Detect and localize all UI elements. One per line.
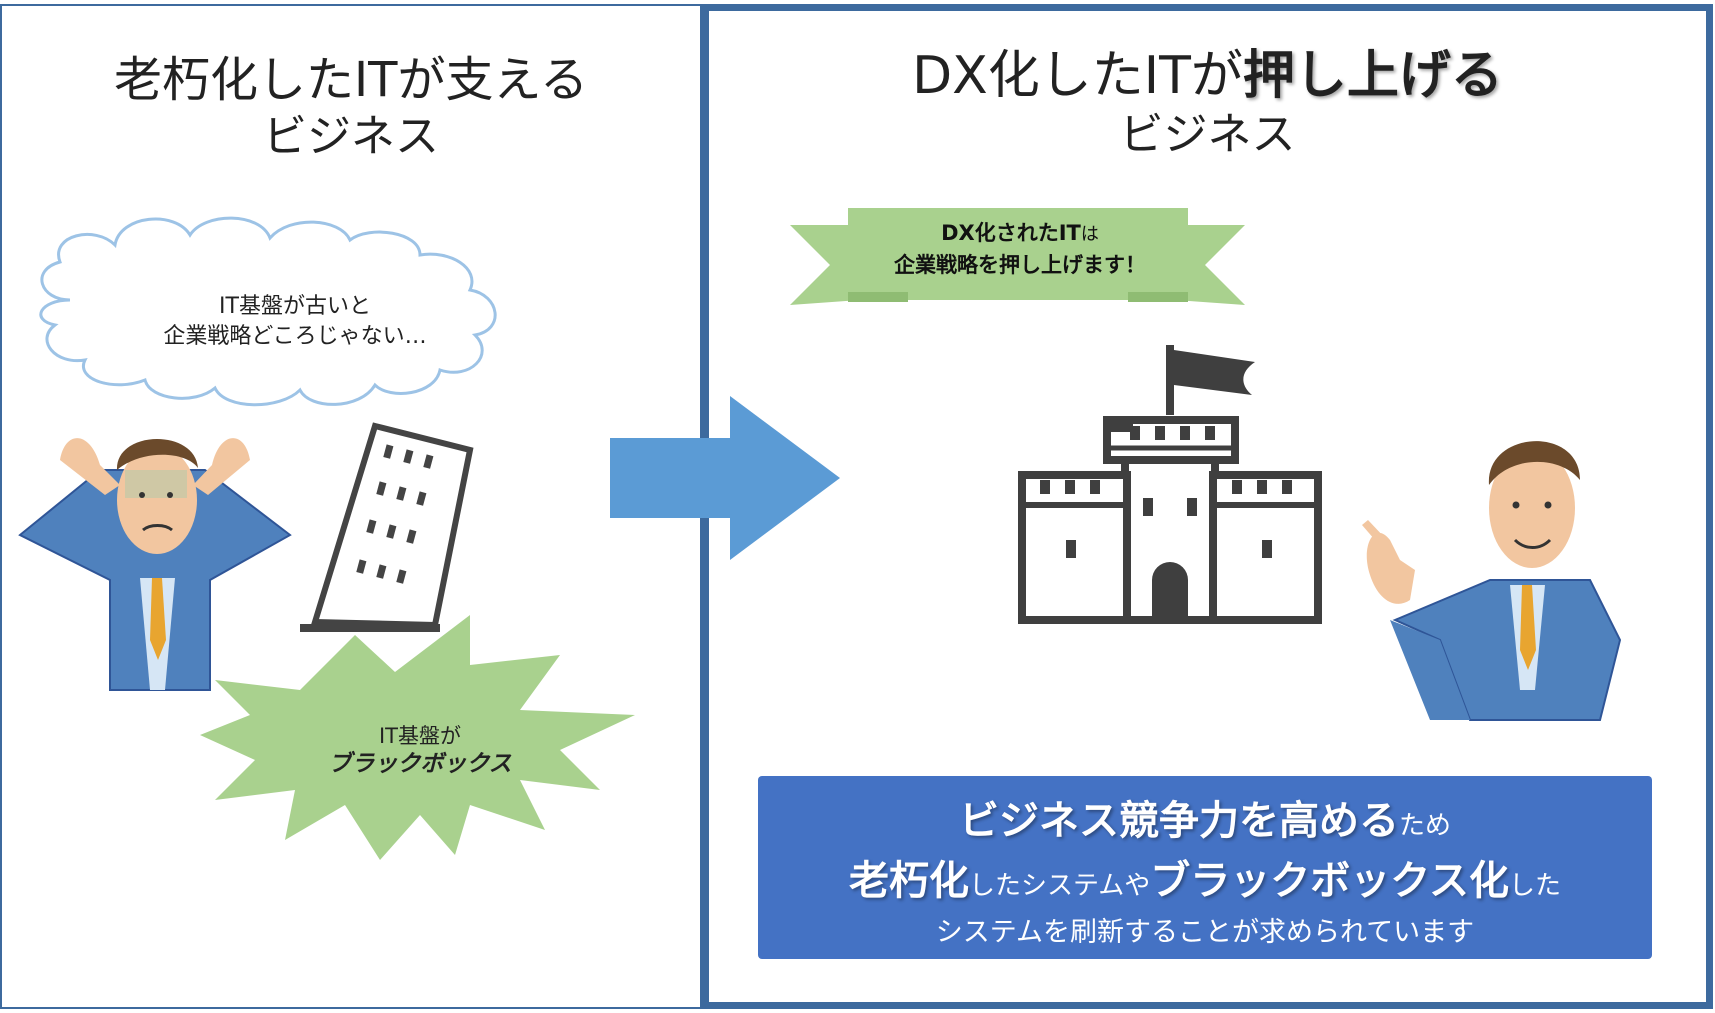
message-line-2: 老朽化したシステムやブラックボックス化した bbox=[758, 848, 1652, 906]
right-title-bold: 押し上げる bbox=[1242, 46, 1503, 106]
thought-cloud bbox=[39, 216, 497, 407]
confident-businessman bbox=[1362, 441, 1622, 721]
right-arrow-icon bbox=[610, 396, 840, 560]
ribbon-line-1: DX化されたITは bbox=[820, 218, 1220, 250]
ribbon-line-1-bold: DX化されたIT bbox=[941, 221, 1081, 245]
ribbon-line-1-small: は bbox=[1080, 224, 1099, 245]
ribbon-banner bbox=[790, 208, 1245, 305]
message-line-2-small-2: した bbox=[1509, 871, 1562, 901]
cloud-text: IT基盤が古いと 企業戦略どころじゃない… bbox=[90, 292, 500, 352]
message-line-2-bold-2: ブラックボックス化 bbox=[1150, 858, 1510, 904]
castle-icon bbox=[1018, 345, 1322, 624]
leaning-tower-icon bbox=[300, 422, 474, 632]
message-line-3: システムを刷新することが求められています bbox=[935, 917, 1475, 948]
green-burst bbox=[200, 615, 635, 860]
cloud-line-2: 企業戦略どころじゃない… bbox=[163, 324, 427, 349]
message-line-1-small: ため bbox=[1398, 811, 1451, 841]
message-line-1-bold: ビジネス競争力を高める bbox=[958, 798, 1399, 844]
ribbon-text: DX化されたITは 企業戦略を押し上げます！ bbox=[820, 218, 1220, 280]
message-box: ビジネス競争力を高めるため 老朽化したシステムやブラックボックス化した システム… bbox=[758, 776, 1652, 959]
burst-text: IT基盤が ブラックボックス bbox=[285, 722, 555, 778]
message-line-2-bold-1: 老朽化 bbox=[848, 858, 969, 904]
message-line-1: ビジネス競争力を高めるため bbox=[758, 788, 1652, 846]
right-subtitle: ビジネス bbox=[1119, 109, 1296, 160]
burst-line-1: IT基盤が bbox=[378, 724, 462, 748]
ribbon-line-2: 企業戦略を押し上げます！ bbox=[894, 253, 1146, 277]
left-subtitle: ビジネス bbox=[263, 111, 439, 162]
right-title: DX化したITが押し上げる bbox=[702, 50, 1713, 102]
burst-line-2: ブラックボックス bbox=[328, 751, 512, 777]
message-line-2-small-1: したシステムや bbox=[968, 871, 1151, 901]
cloud-line-1: IT基盤が古いと bbox=[219, 294, 371, 319]
left-title: 老朽化したITが支える bbox=[113, 52, 589, 108]
worried-businessman bbox=[18, 438, 292, 691]
right-title-plain: DX化したITが bbox=[912, 46, 1243, 106]
